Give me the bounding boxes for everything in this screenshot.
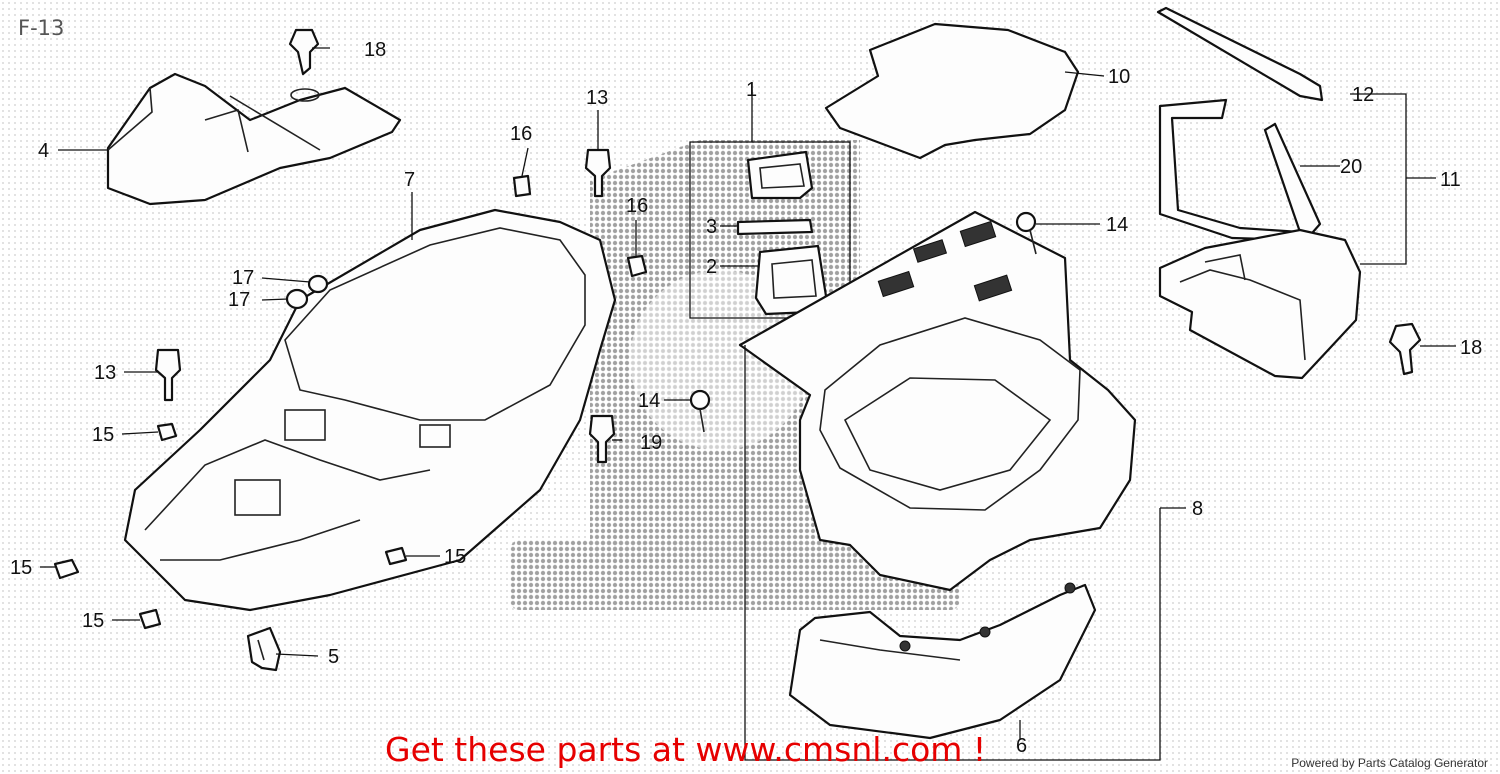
part-15-nut-b[interactable] (53, 558, 80, 580)
callout-14-center: 14 (638, 390, 660, 412)
callout-5: 5 (328, 646, 339, 668)
callout-15-lower: 15 (82, 610, 104, 632)
promo-banner-link[interactable]: Get these parts at www.cmsnl.com ! (385, 730, 987, 769)
callout-19: 19 (640, 432, 662, 454)
callout-17-bottom: 17 (228, 289, 250, 311)
part-13-bolt-a[interactable] (154, 348, 182, 402)
callout-2: 2 (706, 256, 717, 278)
part-15-nut-c[interactable] (138, 608, 162, 630)
callout-13-left: 13 (94, 362, 116, 384)
part-5-clip[interactable] (246, 626, 282, 672)
callout-18-right: 18 (1460, 337, 1482, 359)
part-11-box[interactable] (1158, 228, 1362, 380)
part-20-seal[interactable] (1158, 98, 1322, 242)
part-15-nut-a[interactable] (156, 422, 178, 442)
part-16-grommet-b[interactable] (626, 254, 648, 278)
watermark-logo (510, 140, 960, 610)
callout-8: 8 (1192, 498, 1203, 520)
callout-20: 20 (1340, 156, 1362, 178)
callout-3: 3 (706, 216, 717, 238)
callout-11: 11 (1440, 169, 1461, 191)
part-6-lower-cover[interactable] (788, 582, 1097, 740)
part-18-clip-right[interactable] (1388, 322, 1422, 376)
callout-18-top: 18 (364, 39, 386, 61)
part-14-screw-a[interactable] (1015, 211, 1037, 255)
callout-12: 12 (1352, 84, 1374, 106)
part-13-bolt-b[interactable] (584, 148, 612, 198)
part-8-luggage-box[interactable] (738, 210, 1137, 592)
callout-16-mid: 16 (626, 195, 648, 217)
part-18-clip-top[interactable] (288, 28, 320, 76)
callout-15-upper: 15 (92, 424, 114, 446)
callout-1: 1 (746, 79, 757, 101)
callout-6: 6 (1016, 735, 1027, 757)
leader-lines (40, 47, 1456, 761)
part-10-mat[interactable] (824, 22, 1080, 160)
callout-16-top: 16 (510, 123, 532, 145)
callout-labels: 18 4 7 13 16 16 17 17 13 15 15 15 15 5 1… (10, 39, 1482, 757)
callout-14-right: 14 (1106, 214, 1128, 236)
callout-15-center: 15 (444, 546, 466, 568)
part-4-upper-cover[interactable] (106, 72, 402, 206)
page-title: F-13 (18, 16, 65, 40)
part-17-rubber-a[interactable] (307, 274, 329, 294)
part-12-strap[interactable] (1156, 6, 1324, 102)
part-19-bolt[interactable] (588, 414, 616, 464)
callout-13-top: 13 (586, 87, 608, 109)
callout-7: 7 (404, 169, 415, 191)
part-7-luggage-frame[interactable] (123, 208, 617, 612)
part-16-grommet-a[interactable] (512, 174, 532, 198)
part-3-bulb[interactable] (736, 218, 814, 236)
callout-4: 4 (38, 140, 49, 162)
part-15-nut-d[interactable] (384, 546, 408, 566)
callout-15-left: 15 (10, 557, 32, 579)
callout-17-top: 17 (232, 267, 254, 289)
part-14-screw-b[interactable] (689, 389, 711, 433)
part-17-rubber-b[interactable] (285, 288, 309, 310)
footer-credit: Powered by Parts Catalog Generator (1291, 756, 1488, 770)
callout-10: 10 (1108, 66, 1130, 88)
